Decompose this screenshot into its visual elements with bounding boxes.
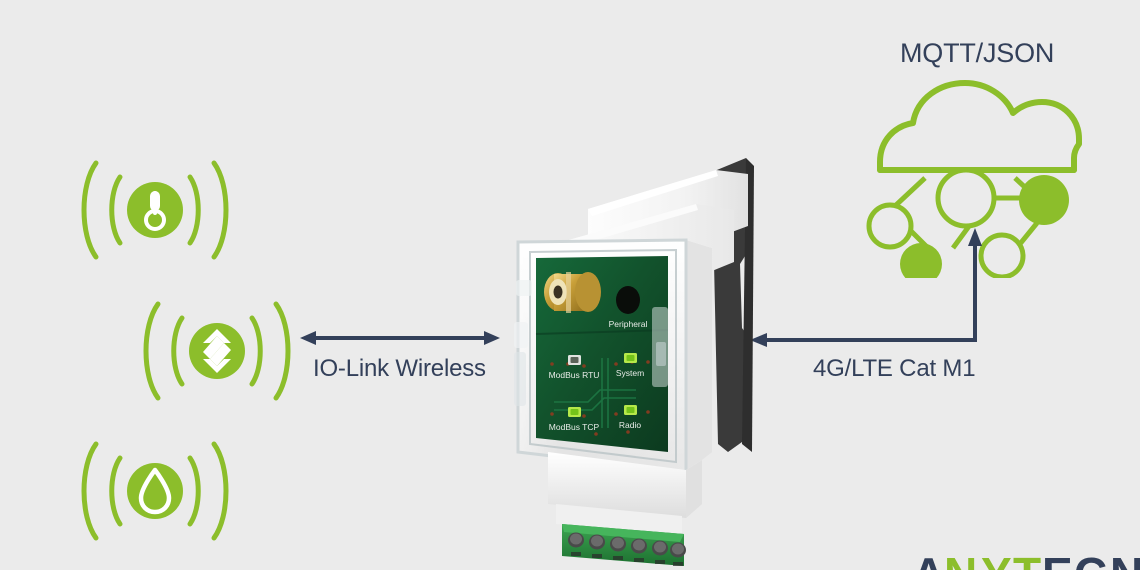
din-rail-gateway-device: Peripheral ModBus RTU System ModBus TCP [496,152,764,570]
io-link-wireless-label: IO-Link Wireless [313,355,486,382]
sma-antenna-connector [544,272,601,313]
led-modbus-rtu: ModBus RTU [549,355,600,380]
brand-logo: A N Y T E C N [912,548,1140,570]
lte-cat-m1-label: 4G/LTE Cat M1 [813,355,976,382]
device-left-tabs [514,280,532,406]
water-droplet-icon [138,467,172,515]
sensor-temperature [80,155,230,265]
svg-text:ModBus TCP: ModBus TCP [549,422,600,432]
device-terminal-block [562,524,686,566]
cloud-node-4 [1019,175,1069,225]
svg-text:Y: Y [981,548,1012,570]
cloud-node-5 [978,232,1026,280]
svg-text:N: N [944,548,977,570]
flow-arrows-icon [203,329,231,373]
wireless-signal-arcs [81,160,229,260]
thermometer-icon [144,191,166,231]
svg-text:System: System [616,368,644,378]
svg-text:ModBus RTU: ModBus RTU [549,370,600,380]
cloud-node-1 [866,202,914,250]
cloud-network-icon [855,78,1085,285]
cloud-node-3 [935,167,997,229]
sensor-flow [142,296,292,406]
led-system: System [616,353,644,378]
device-right-tabs [652,307,668,387]
wireless-signal-arcs [81,441,229,541]
wireless-signal-arcs [143,301,291,401]
terminal-screws [568,532,686,558]
io-link-arrow [300,325,500,356]
peripheral-label: Peripheral [609,319,648,329]
cloud-node-2 [900,243,942,285]
svg-text:N: N [1110,548,1140,570]
svg-text:C: C [1074,548,1107,570]
svg-text:E: E [1042,548,1073,570]
lte-arrow [750,228,1000,358]
led-modbus-tcp: ModBus TCP [549,407,600,432]
peripheral-port: Peripheral [609,286,648,329]
svg-text:A: A [912,548,945,570]
svg-text:Radio: Radio [619,420,641,430]
mqtt-json-label: MQTT/JSON [900,38,1055,68]
svg-text:T: T [1013,548,1041,570]
led-radio: Radio [619,405,641,430]
sensor-humidity [80,436,230,546]
